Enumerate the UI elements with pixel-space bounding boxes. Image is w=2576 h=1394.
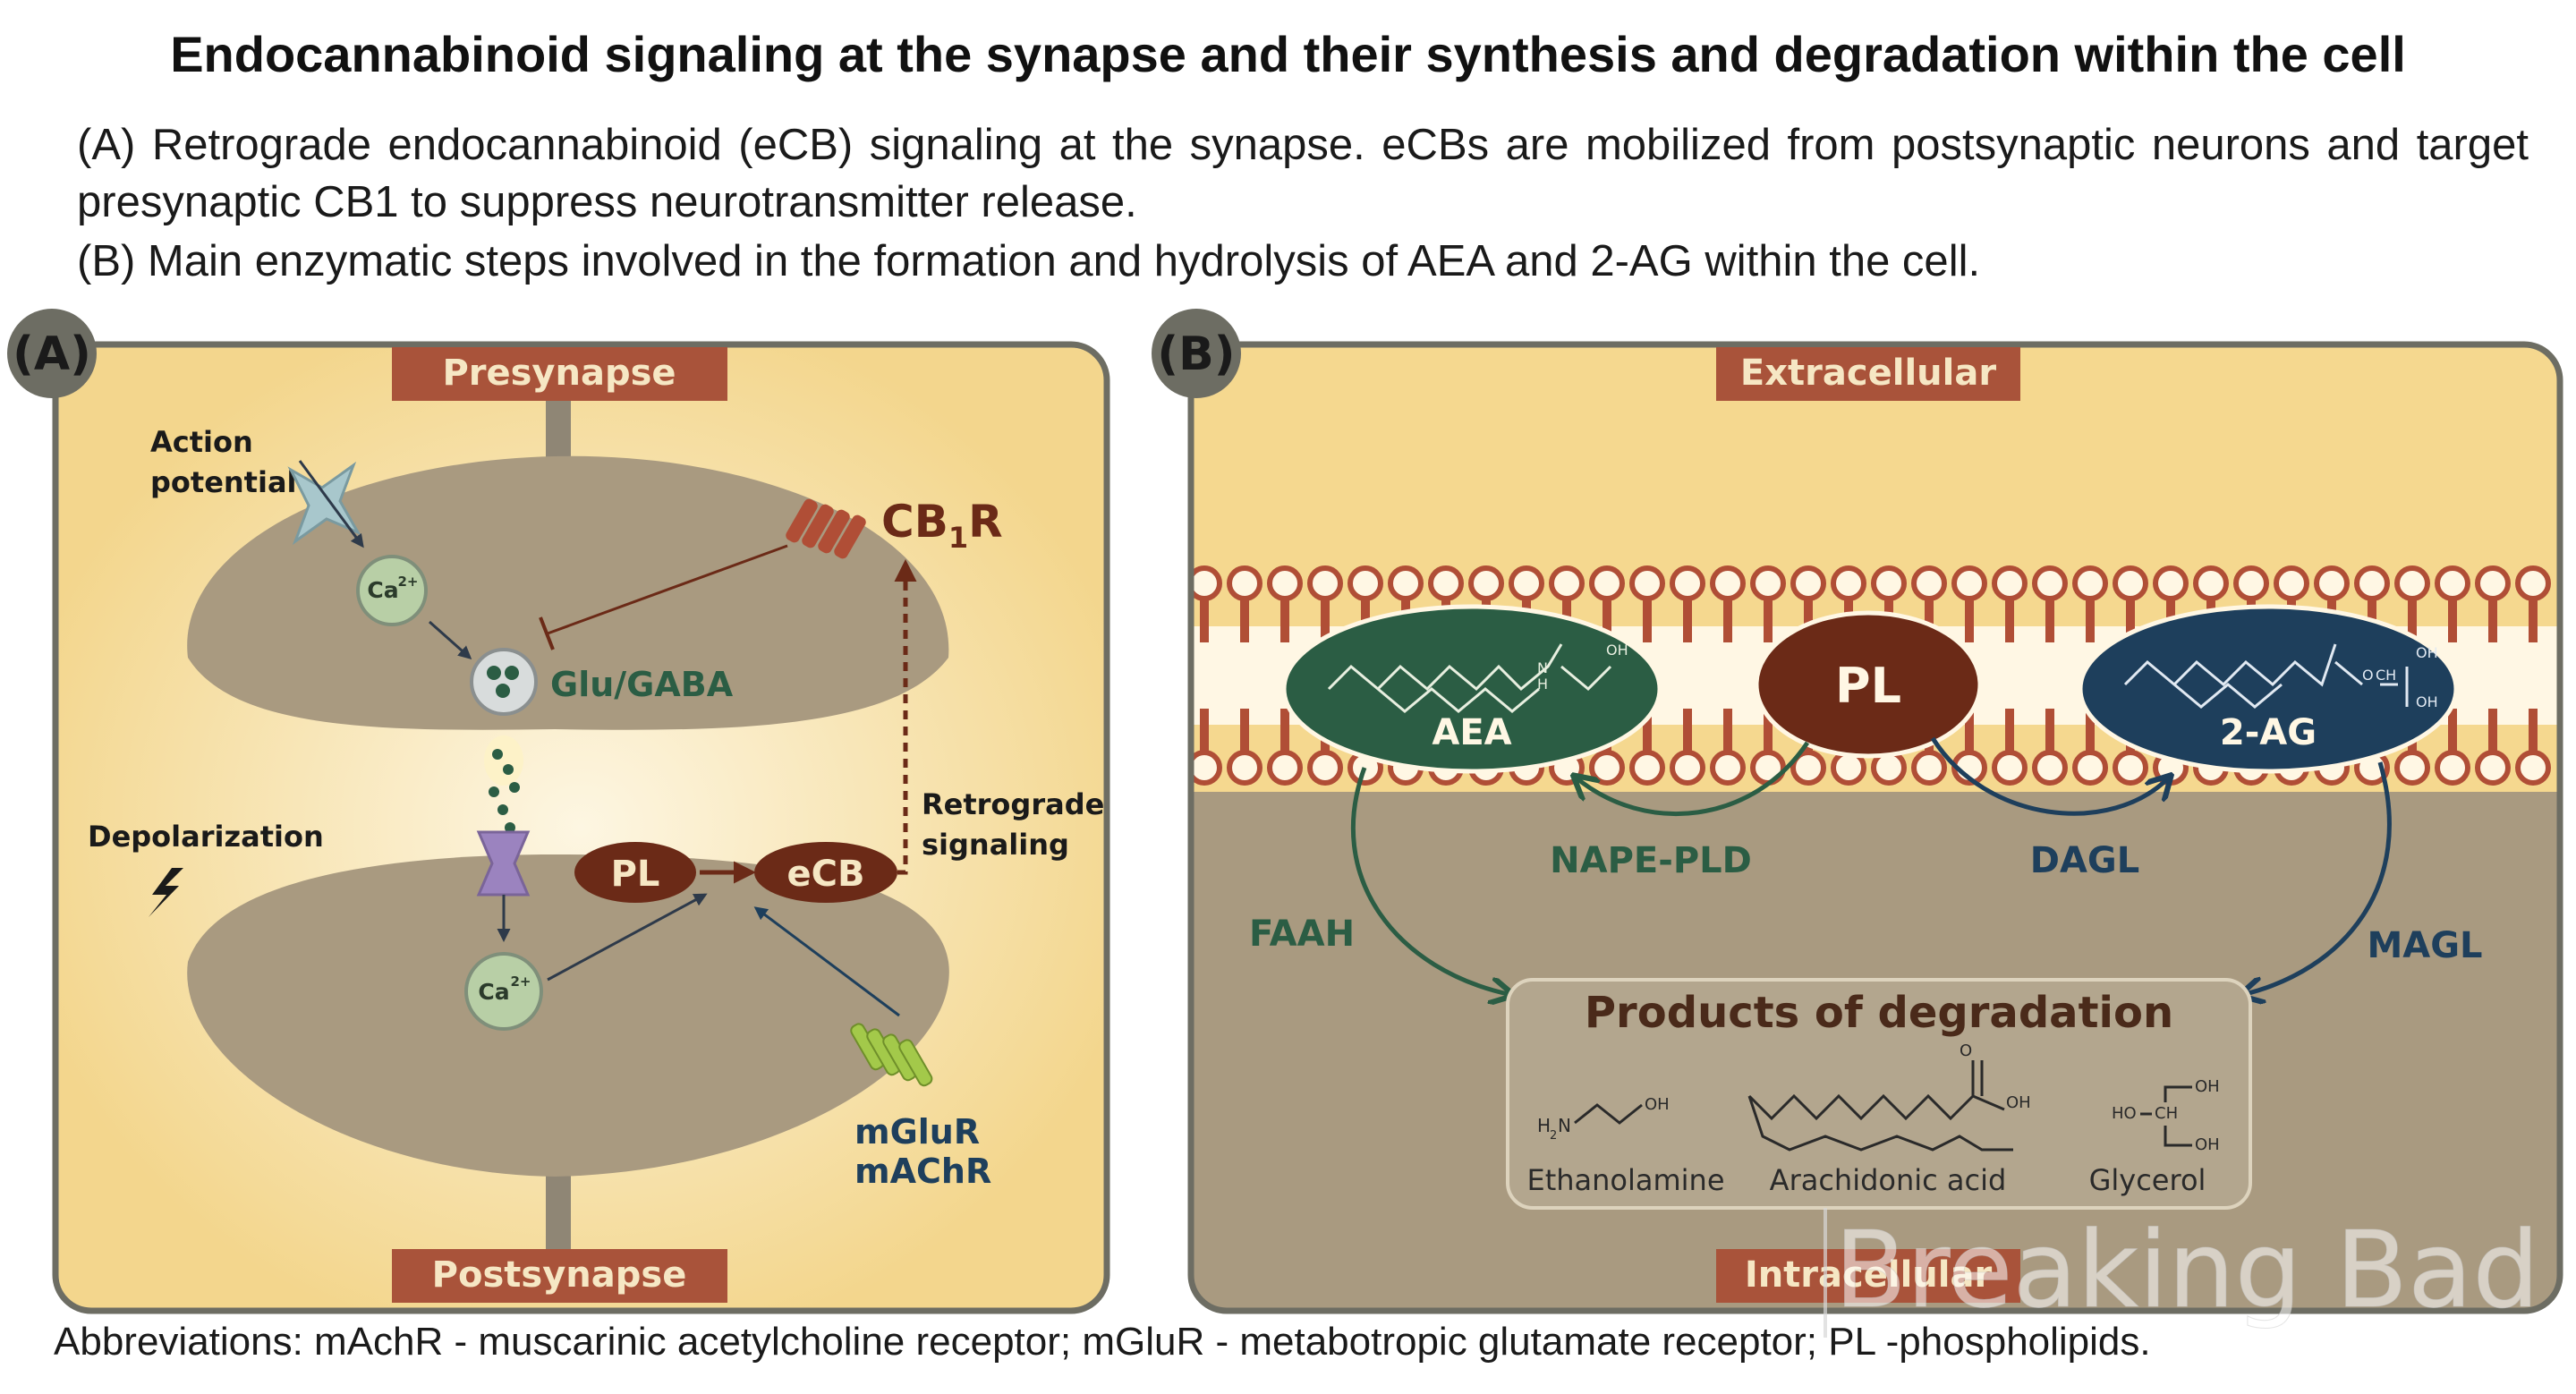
two-ag-ch: CH <box>2376 667 2396 684</box>
figure-title: Endocannabinoid signaling at the synapse… <box>170 26 2406 82</box>
magl-label: MAGL <box>2367 925 2482 966</box>
magl-arrow <box>2241 761 2392 995</box>
dendrite-stem <box>546 1163 571 1262</box>
cb1-receptor-icon <box>786 498 866 559</box>
calcium-top-charge: 2+ <box>397 574 418 590</box>
action-potential-label-2: potential <box>150 465 297 499</box>
svg-text:HO: HO <box>2112 1104 2137 1123</box>
caption-a: (A) Retrograde endocannabinoid (eCB) sig… <box>77 121 2529 226</box>
ethanolamine-label: Ethanolamine <box>1526 1163 1724 1197</box>
aea-n: N <box>1537 659 1548 676</box>
calcium-bottom-charge: 2+ <box>510 973 531 990</box>
aea-molecule <box>1281 604 1662 774</box>
postsynapse-label: Postsynapse <box>432 1254 687 1296</box>
aea-structure-icon <box>1327 643 1612 713</box>
svg-text:N: N <box>1558 1115 1571 1136</box>
mglur-to-ecb-arrow <box>753 906 900 1017</box>
mglur-label: mGluR <box>854 1112 980 1152</box>
panel-a-tag: (A) <box>13 327 91 381</box>
retrograde-label-2: signaling <box>922 828 1069 862</box>
pl-molecule-b <box>1754 610 1983 759</box>
cb1r-inhibition-bar <box>539 616 555 650</box>
svg-text:O: O <box>1960 1041 1972 1060</box>
caption-b: (B) Main enzymatic steps involved in the… <box>77 237 1981 285</box>
ecb-label: eCB <box>787 854 865 895</box>
retrograde-arrow <box>894 559 917 875</box>
pl-pill-a <box>574 842 696 903</box>
depolarization-label: Depolarization <box>88 820 324 854</box>
aea-h: H <box>1537 676 1548 693</box>
pl-label-a: PL <box>611 854 660 895</box>
ecb-pill <box>754 842 897 903</box>
released-neurotransmitter <box>484 735 523 833</box>
panel-b-tag-circle <box>1152 309 1241 398</box>
glycerol-label: Glycerol <box>2089 1163 2206 1197</box>
calcium-ion-top <box>356 555 428 626</box>
panel-a: Presynapse Postsynapse (A) Action potent… <box>7 309 1110 1314</box>
extracellular-label: Extracellular <box>1740 353 1996 394</box>
presynapse-label-box <box>392 347 727 401</box>
watermark-text: Breaking Bad <box>1834 1208 2539 1331</box>
cb1r-label: CB1R <box>881 496 1003 555</box>
aea-oh: OH <box>1606 642 1628 659</box>
panel-a-tag-circle <box>7 309 97 398</box>
intracellular-label-box <box>1716 1249 2020 1303</box>
action-potential-arrow <box>298 460 364 548</box>
calcium-ion-bottom <box>464 952 543 1031</box>
dagl-arrow <box>1930 736 2170 816</box>
dagl-label: DAGL <box>2030 840 2139 881</box>
panel-b-frame <box>1187 341 2563 1314</box>
svg-text:2: 2 <box>1550 1129 1557 1143</box>
products-title: Products of degradation <box>1585 988 2173 1038</box>
svg-text:OH: OH <box>2006 1093 2031 1112</box>
two-ag-structure-icon <box>2123 643 2409 709</box>
ionotropic-receptor-icon <box>476 830 531 897</box>
nape-pld-arrow <box>1575 741 1810 817</box>
abbreviations-footnote: Abbreviations: mAchR - muscarinic acetyl… <box>54 1320 2151 1364</box>
aea-label: AEA <box>1432 712 1511 753</box>
svg-text:OH: OH <box>2195 1135 2220 1154</box>
intracellular-label: Intracellular <box>1745 1254 1993 1296</box>
calcium-bottom-label: Ca <box>478 979 509 1005</box>
mglur-receptor-icon <box>850 1023 933 1087</box>
products-box <box>1506 978 2252 1210</box>
two-ag-label: 2-AG <box>2220 712 2317 753</box>
ethanolamine-structure-icon: H 2 N OH <box>1537 1095 1670 1143</box>
nape-pld-label: NAPE-PLD <box>1550 840 1752 881</box>
svg-text:H: H <box>1537 1115 1551 1136</box>
calcium-to-vesicle-arrow <box>429 620 472 659</box>
cb1r-inhibition-line <box>547 544 788 635</box>
arachidonic-acid-label: Arachidonic acid <box>1770 1163 2007 1197</box>
lightning-icon <box>149 868 183 917</box>
glu-gaba-vesicle <box>470 648 538 716</box>
calcium-to-synthesis-arrow <box>547 893 708 982</box>
extracellular-label-box <box>1716 347 2020 401</box>
svg-text:OH: OH <box>1645 1095 1670 1114</box>
postsynapse-label-box <box>392 1249 727 1303</box>
faah-label: FAAH <box>1249 914 1355 955</box>
presynapse-label: Presynapse <box>442 353 676 394</box>
glu-gaba-label: Glu/GABA <box>550 665 734 704</box>
voltage-gated-channel-icon <box>287 461 361 546</box>
postsynaptic-terminal <box>187 854 949 1177</box>
svg-text:OH: OH <box>2195 1077 2220 1096</box>
two-ag-o: O <box>2362 667 2374 684</box>
panel-b: Extracellular Intracellular (B) N H OH A… <box>1152 309 2563 1338</box>
calcium-top-label: Ca <box>367 577 398 603</box>
action-potential-label-1: Action <box>150 425 253 459</box>
panel-b-tag: (B) <box>1157 327 1235 381</box>
arachidonic-acid-structure-icon: O OH <box>1747 1041 2031 1152</box>
two-ag-oh-bottom: OH <box>2416 693 2438 710</box>
presynaptic-terminal <box>187 455 949 730</box>
machr-label: mAChR <box>854 1152 991 1191</box>
svg-text:CH: CH <box>2155 1104 2178 1123</box>
two-ag-molecule <box>2078 604 2459 774</box>
faah-arrow <box>1350 767 1512 995</box>
glycerol-structure-icon: HO CH OH OH <box>2112 1077 2220 1154</box>
retrograde-label-1: Retrograde <box>922 787 1104 821</box>
two-ag-oh-top: OH <box>2416 644 2438 661</box>
pl-label-b: PL <box>1835 658 1901 714</box>
